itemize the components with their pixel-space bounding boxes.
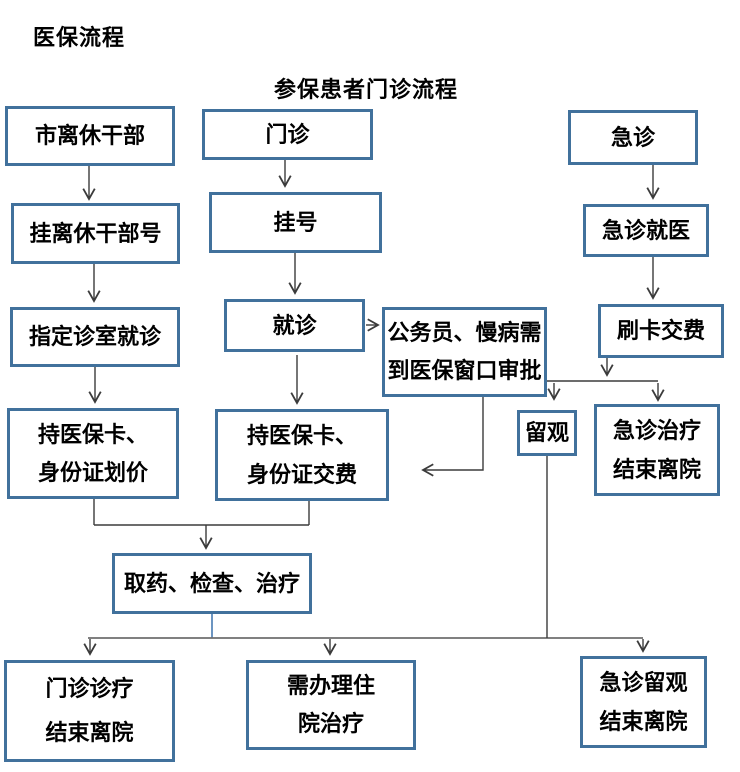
node-label: 挂离休干部号 [29, 220, 162, 246]
node-label: 市离休干部 [34, 123, 145, 149]
node-label: 持医保卡、 [37, 421, 148, 447]
node-emergency: 急诊 [568, 110, 698, 165]
node-label: 身份证交费 [246, 461, 357, 487]
node-label: 结束离院 [45, 720, 134, 746]
node-medicine-check-treatment: 取药、检查、治疗 [112, 553, 312, 614]
node-label: 挂号 [273, 209, 318, 235]
node-label: 急诊就医 [601, 217, 690, 243]
node-emergency-treatment-leave: 急诊治疗 结束离院 [594, 404, 720, 496]
node-label: 急诊 [610, 124, 655, 150]
diagram-subtitle: 参保患者门诊流程 [274, 77, 459, 102]
node-observation: 留观 [517, 410, 577, 456]
node-label: 急诊留观 [599, 669, 688, 695]
node-outpatient: 门诊 [202, 109, 373, 160]
node-label: 结束离院 [599, 708, 688, 734]
node-visit: 就诊 [224, 299, 365, 352]
node-label: 留观 [524, 420, 569, 446]
node-designated-room-visit: 指定诊室就诊 [10, 307, 180, 367]
node-label: 结束离院 [612, 456, 701, 482]
node-label: 院治疗 [297, 711, 364, 737]
node-label: 公务员、慢病需 [387, 320, 542, 346]
node-pricing: 持医保卡、 身份证划价 [7, 408, 179, 499]
edge-approval-return [421, 397, 484, 477]
node-label: 需办理住 [286, 673, 375, 699]
node-emergency-visit: 急诊就医 [583, 204, 709, 257]
node-card-payment: 刷卡交费 [598, 304, 724, 358]
node-label: 取药、检查、治疗 [123, 570, 300, 596]
node-payment: 持医保卡、 身份证交费 [215, 409, 389, 501]
node-hospitalization: 需办理住 院治疗 [246, 660, 416, 750]
node-label: 就诊 [272, 312, 317, 338]
node-city-retired-cadre: 市离休干部 [5, 106, 175, 166]
node-register-retired-number: 挂离休干部号 [11, 203, 180, 264]
node-label: 持医保卡、 [246, 422, 357, 448]
node-label: 门诊 [265, 121, 310, 147]
node-register: 挂号 [209, 192, 382, 253]
node-approval: 公务员、慢病需 到医保窗口审批 [382, 307, 547, 397]
node-label: 急诊治疗 [612, 417, 701, 443]
node-label: 到医保窗口审批 [387, 358, 542, 384]
page-title: 医保流程 [33, 25, 126, 50]
node-label: 刷卡交费 [616, 318, 705, 344]
node-label: 身份证划价 [37, 460, 148, 486]
node-label: 门诊诊疗 [45, 676, 134, 702]
node-outpatient-leave: 门诊诊疗 结束离院 [4, 660, 175, 762]
node-label: 指定诊室就诊 [28, 324, 161, 350]
node-emergency-observation-leave: 急诊留观 结束离院 [580, 656, 707, 748]
